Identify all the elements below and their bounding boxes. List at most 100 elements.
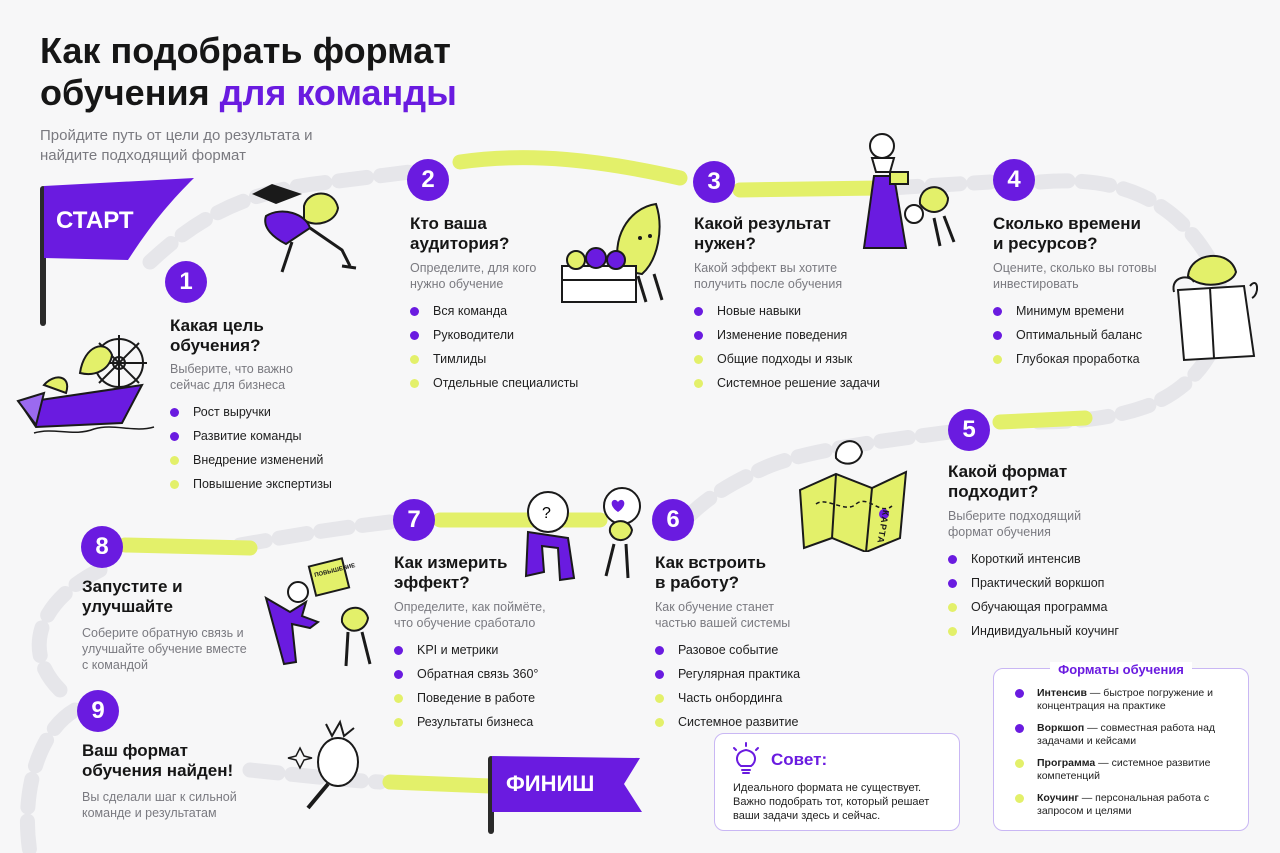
title-line2: обучения [40,72,210,113]
step-5-block: Какой формат подходит? Выберите подходящ… [948,462,1148,648]
option-item: Вся команда [410,304,610,328]
step-2-block: Кто ваша аудитория? Определите, для кого… [410,214,610,400]
option-item: Системное решение задачи [694,376,894,400]
option-dot [694,355,703,364]
path-lime-segment [732,180,888,198]
tip-title: Совет: [771,750,828,769]
step-title: Какая цель обучения? [170,316,264,355]
option-label: Индивидуальный коучинг [971,624,1119,638]
path-gray-segment [682,424,958,523]
option-dot [993,307,1002,316]
step-8-block: Запустите и улучшайте Соберите обратную … [82,577,272,673]
step-title: Какой формат подходит? [948,462,1068,501]
step-7-number: 7 [393,499,435,541]
option-item: Развитие команды [170,429,360,453]
option-label: Минимум времени [1016,304,1125,318]
path-gray-segment [882,174,998,196]
option-item: Поведение в работе [394,691,594,715]
option-dot [394,670,403,679]
option-dot [394,718,403,727]
option-label: Внедрение изменений [193,453,324,467]
step-title: Как измерить эффект? [394,553,508,592]
option-item: Обратная связь 360° [394,667,594,691]
option-label: Новые навыки [717,304,801,318]
option-dot [948,579,957,588]
step-description: Как обучение станет частью вашей системы [655,600,791,630]
legend-dot [1015,689,1024,698]
option-label: Регулярная практика [678,667,801,681]
path-gray-segment [232,514,398,553]
step-title: Ваш формат обучения найден! [82,741,234,780]
option-item: Разовое событие [655,643,845,667]
option-item: Глубокая проработка [993,352,1183,376]
boat-illustration [16,335,155,434]
option-dot [170,432,179,441]
option-item: Результаты бизнеса [394,715,594,739]
step-title: Кто ваша аудитория? [410,214,510,253]
option-item: Регулярная практика [655,667,845,691]
step-1-block: Какая цель обучения? Выберите, что важно… [170,316,360,501]
step-description: Выберите подходящий формат обучения [948,509,1082,539]
path-lime-segment [452,150,688,186]
option-label: Рост выручки [193,405,271,419]
legend-dot [1015,794,1024,803]
option-item: Рост выручки [170,405,360,429]
legend-dot [1015,759,1024,768]
step-title: Сколько времени и ресурсов? [993,214,1141,253]
option-label: Обучающая программа [971,600,1108,614]
option-item: Оптимальный баланс [993,328,1183,352]
path-gray-segment [142,164,418,270]
step-description: Определите, как поймёте, что обучение ср… [394,600,546,630]
tip-box: Совет: Идеального формата не существует.… [714,733,960,831]
option-label: Тимлиды [433,352,487,366]
step-5-number: 5 [948,409,990,451]
lightbulb-icon [733,742,759,774]
title-accent: для команды [219,72,457,113]
path-gray-segment [19,702,83,853]
option-label: KPI и метрики [417,643,499,657]
option-label: Системное развитие [678,715,799,729]
option-item: Внедрение изменений [170,453,360,477]
option-item: Минимум времени [993,304,1183,328]
option-item: Практический воркшоп [948,576,1148,600]
option-label: Часть онбординга [678,691,783,705]
option-dot [694,307,703,316]
option-item: Изменение поведения [694,328,894,352]
finish-flag-label: ФИНИШ [506,771,595,796]
option-label: Системное решение задачи [717,376,881,390]
page-subtitle: Пройдите путь от цели до результата и на… [40,127,313,164]
step-title: Как встроить в работу? [655,553,767,592]
option-dot [394,694,403,703]
path-lime-segment [382,774,498,794]
crate-illustration [561,202,664,303]
page-title: Как подобрать формат обучения для команд… [40,30,457,114]
option-dot [948,627,957,636]
option-item: Руководители [410,328,610,352]
step-2-number: 2 [407,159,449,201]
mirror-illustration [287,719,359,810]
question-illustration: ? [524,487,641,582]
legend-item: Воркшоп — совместная работа над задачами… [1015,722,1237,748]
step-1-number: 1 [165,261,207,303]
option-label: Вся команда [433,304,508,318]
legend-dot [1015,724,1024,733]
formats-legend: Форматы обучения Интенсив — быстрое погр… [993,662,1249,831]
step-description: Выберите, что важно сейчас для бизнеса [170,362,293,392]
option-item: Тимлиды [410,352,610,376]
option-label: Короткий интенсив [971,552,1081,566]
option-dot [394,646,403,655]
option-dot [993,355,1002,364]
finish-flag-pole [488,756,494,834]
option-dot [694,379,703,388]
step-6-block: Как встроить в работу? Как обучение стан… [655,553,845,739]
path-lime-segment [117,537,258,556]
option-dot [170,408,179,417]
path-gray-segment [31,562,108,698]
option-item: Системное развитие [655,715,845,739]
option-item: KPI и метрики [394,643,594,667]
option-dot [655,718,664,727]
